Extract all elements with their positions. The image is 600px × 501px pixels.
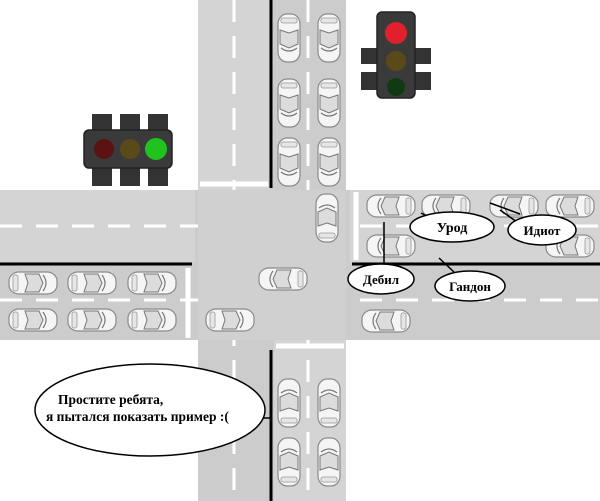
car bbox=[367, 235, 415, 257]
label-gandon: Гандон bbox=[434, 270, 506, 302]
label-idiot: Идиот bbox=[507, 214, 577, 246]
label-urod: Урод bbox=[409, 211, 495, 243]
label-urod-text: Урод bbox=[437, 221, 468, 236]
car bbox=[278, 379, 300, 427]
green-light-icon bbox=[145, 138, 167, 160]
car bbox=[205, 308, 255, 332]
label-idiot-text: Идиот bbox=[524, 223, 562, 238]
red-light-icon bbox=[385, 22, 407, 44]
car bbox=[362, 310, 410, 332]
car bbox=[278, 79, 300, 127]
amber-light-icon bbox=[386, 51, 406, 71]
traffic-light-top-right bbox=[355, 8, 437, 100]
apology-bubble: Простите ребята, я пытался показать прим… bbox=[34, 363, 266, 457]
car bbox=[318, 79, 340, 127]
apology-line-2: я пытался показать пример :( bbox=[46, 409, 229, 424]
car bbox=[127, 271, 177, 295]
car bbox=[8, 308, 58, 332]
car bbox=[318, 138, 340, 186]
car bbox=[546, 195, 594, 217]
car bbox=[318, 438, 340, 486]
apology-line-1: Простите ребята, bbox=[58, 392, 163, 407]
car bbox=[8, 271, 58, 295]
car bbox=[67, 308, 117, 332]
traffic-light-left bbox=[82, 108, 174, 190]
red-light-icon bbox=[94, 139, 114, 159]
car bbox=[67, 271, 117, 295]
label-debil: Дебил bbox=[347, 263, 415, 295]
amber-light-icon bbox=[120, 139, 140, 159]
car bbox=[278, 138, 300, 186]
green-light-icon bbox=[387, 78, 405, 96]
label-gandon-text: Гандон bbox=[449, 279, 491, 294]
car bbox=[318, 379, 340, 427]
car bbox=[259, 268, 307, 290]
car bbox=[367, 195, 415, 217]
car bbox=[278, 438, 300, 486]
car bbox=[316, 194, 338, 242]
car bbox=[318, 14, 340, 62]
label-debil-text: Дебил bbox=[363, 272, 399, 287]
car bbox=[278, 14, 300, 62]
car bbox=[127, 308, 177, 332]
